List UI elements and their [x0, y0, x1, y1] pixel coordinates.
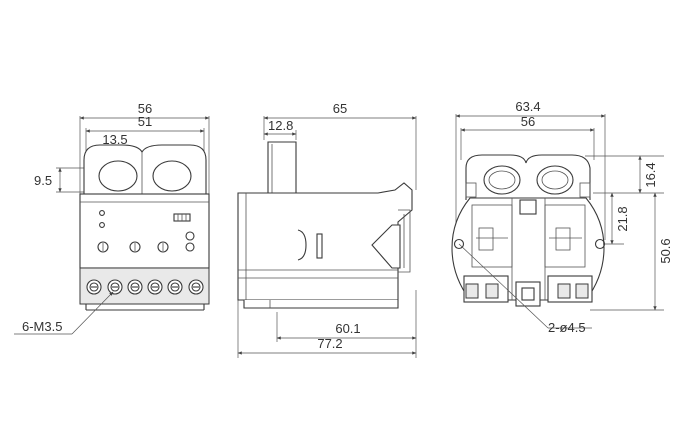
ct-tower [267, 141, 297, 194]
rear-dim-height: 50.6 [658, 238, 673, 263]
din-clip [371, 224, 401, 269]
rear-dimensions: 63.4 56 16.4 21.8 50.6 [455, 99, 673, 311]
side-base [243, 300, 399, 309]
rear-center-clip [515, 281, 541, 307]
knob-icon [185, 231, 195, 241]
mounting-hole-icon [594, 238, 606, 250]
rear-dim-width-outer: 63.4 [515, 99, 540, 114]
side-dim-overall-depth: 77.2 [317, 336, 342, 351]
led-indicator [99, 210, 105, 216]
knob-icon [157, 241, 169, 253]
front-dim-width-outer: 56 [138, 101, 152, 116]
led-indicator [99, 222, 105, 228]
front-dim-width-inner: 51 [138, 114, 152, 129]
front-view: 56 51 13.5 9.5 [14, 101, 210, 335]
side-latch [297, 229, 307, 261]
front-dim-hole-pitch: 13.5 [102, 132, 127, 147]
side-dimensions: 65 12.8 60.1 77.2 [237, 101, 417, 358]
side-dim-depth-total: 65 [333, 101, 347, 116]
front-body [79, 193, 210, 269]
knob-icon [97, 241, 109, 253]
mounting-hole-icon [453, 238, 465, 250]
adjustment-knobs [97, 231, 195, 253]
front-dim-hole-height: 9.5 [34, 173, 52, 188]
knob-icon [129, 241, 141, 253]
terminal-block [79, 267, 210, 305]
side-dim-rail-width: 12.8 [268, 118, 293, 133]
rear-dim-hole-offset: 21.8 [615, 206, 630, 231]
rear-ct-lobes [465, 154, 591, 200]
rear-center-slot [519, 199, 537, 215]
side-view: 65 12.8 60.1 77.2 [237, 101, 417, 358]
current-transformer-lobes [83, 144, 207, 194]
rear-dim-width-inner: 56 [521, 114, 535, 129]
side-dim-base-depth: 60.1 [335, 321, 360, 336]
rear-view: 63.4 56 16.4 21.8 50.6 [451, 99, 673, 335]
knob-icon [185, 242, 195, 252]
terminal-callout: 6-M3.5 [22, 319, 62, 334]
side-slot [316, 233, 323, 259]
terminal-screws [86, 279, 204, 295]
mounting-hole-callout: 2-ø4.5 [548, 320, 586, 335]
rear-dim-top-offset: 16.4 [643, 162, 658, 187]
